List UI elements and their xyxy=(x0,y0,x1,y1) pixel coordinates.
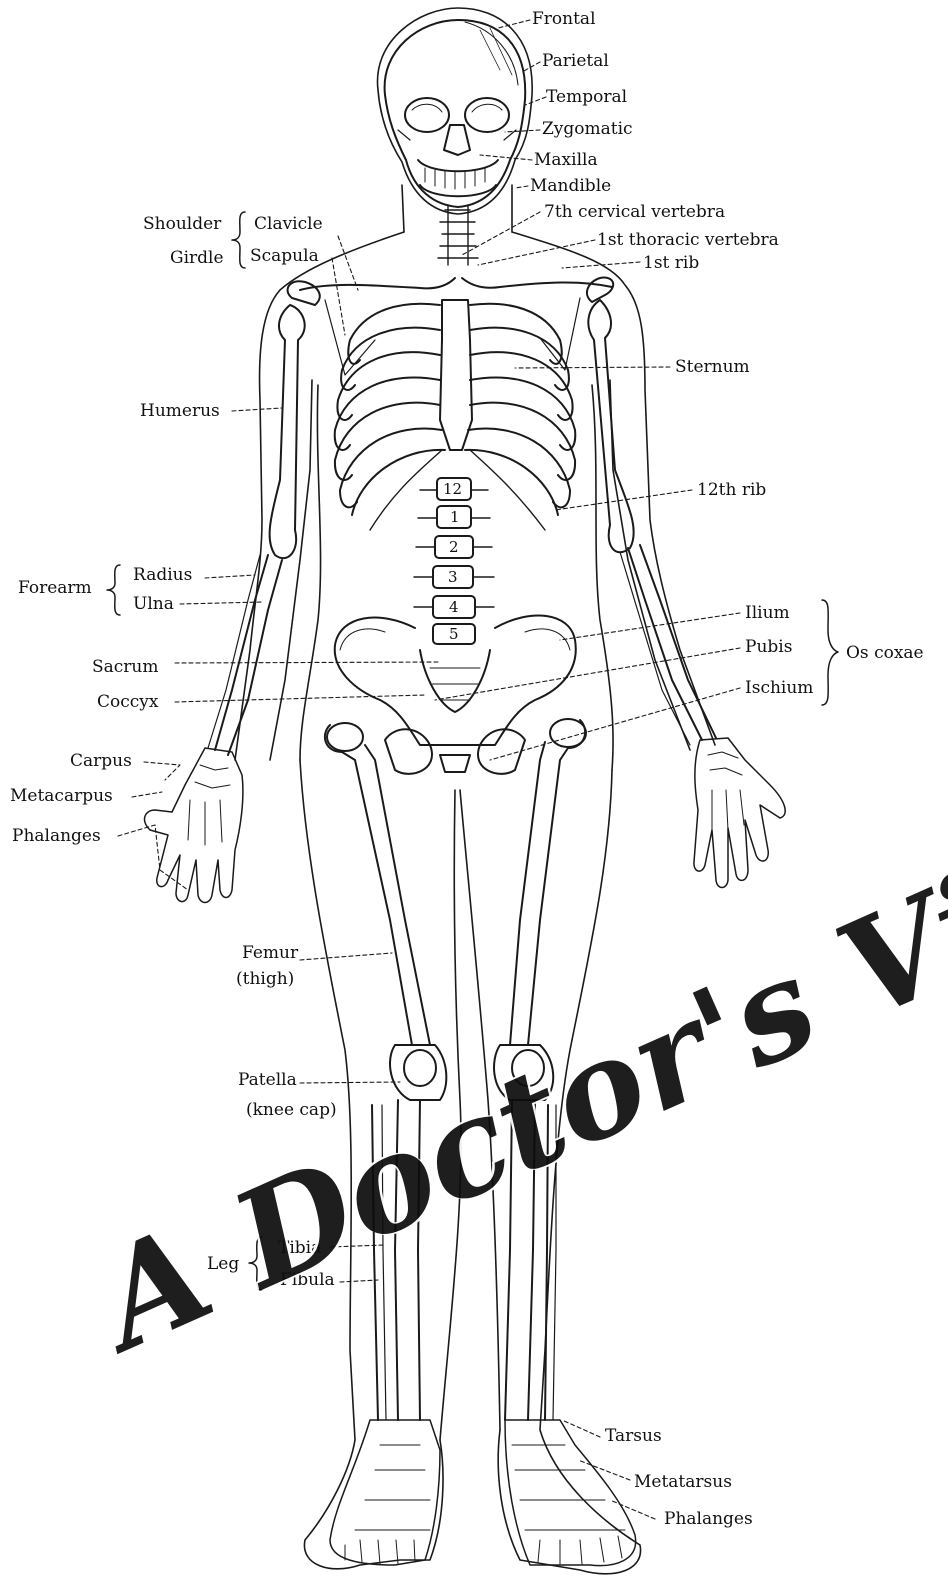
group-label-shoulder: Shoulder xyxy=(143,214,221,234)
label-12th-rib: 12th rib xyxy=(697,480,766,500)
label-clavicle: Clavicle xyxy=(254,214,323,234)
label-7th-cervical-vertebra: 7th cervical vertebra xyxy=(544,202,725,222)
label-mandible: Mandible xyxy=(530,176,611,196)
label-sacrum: Sacrum xyxy=(92,657,159,677)
label-1st-rib: 1st rib xyxy=(643,253,699,273)
label-pubis: Pubis xyxy=(745,637,792,657)
label-humerus: Humerus xyxy=(140,401,220,421)
label-patella: Patella xyxy=(238,1070,297,1090)
label-sternum: Sternum xyxy=(675,357,750,377)
vertebra-number-l2: 2 xyxy=(449,537,459,557)
label-femur: Femur xyxy=(242,943,298,963)
label-metatarsus: Metatarsus xyxy=(634,1472,732,1492)
label-frontal: Frontal xyxy=(532,9,596,29)
label-temporal: Temporal xyxy=(546,87,627,107)
label-phalanges-hand: Phalanges xyxy=(12,826,101,846)
lumbar-spine xyxy=(414,478,494,644)
label-metacarpus: Metacarpus xyxy=(10,786,113,806)
feet xyxy=(330,1420,636,1566)
vertebra-number-t12: 12 xyxy=(443,479,462,499)
vertebra-number-l1: 1 xyxy=(450,507,460,527)
group-label-os-coxae: Os coxae xyxy=(846,643,924,663)
vertebra-number-l4: 4 xyxy=(449,597,459,617)
skull xyxy=(385,20,526,207)
label-scapula: Scapula xyxy=(250,246,319,266)
label-ulna: Ulna xyxy=(133,594,174,614)
label-radius: Radius xyxy=(133,565,192,585)
label-parietal: Parietal xyxy=(542,51,609,71)
label-carpus: Carpus xyxy=(70,751,132,771)
label-tarsus: Tarsus xyxy=(605,1426,662,1446)
label-maxilla: Maxilla xyxy=(534,150,598,170)
label-ilium: Ilium xyxy=(745,603,790,623)
group-label-girdle: Girdle xyxy=(170,248,224,268)
forearm-brace xyxy=(107,565,120,615)
group-label-forearm: Forearm xyxy=(18,578,92,598)
label-zygomatic: Zygomatic xyxy=(542,119,633,139)
vertebra-number-l5: 5 xyxy=(449,624,459,644)
vertebra-number-l3: 3 xyxy=(448,567,458,587)
label-phalanges-foot: Phalanges xyxy=(664,1509,753,1529)
label-ischium: Ischium xyxy=(745,678,813,698)
shoulder-girdle-brace xyxy=(232,212,245,268)
label-1st-thoracic-vertebra: 1st thoracic vertebra xyxy=(597,230,779,250)
label-knee-cap: (knee cap) xyxy=(246,1100,337,1120)
label-thigh: (thigh) xyxy=(236,969,294,989)
os-coxae-brace xyxy=(822,600,838,705)
hands xyxy=(145,738,786,903)
label-coccyx: Coccyx xyxy=(97,692,158,712)
